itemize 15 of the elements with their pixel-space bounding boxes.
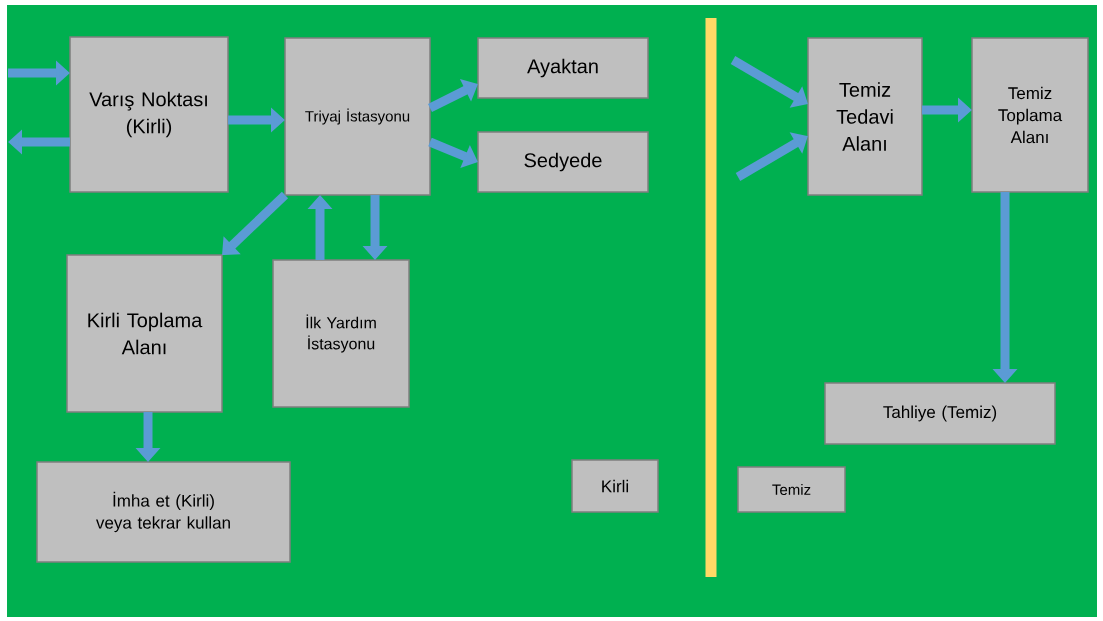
block-arrow xyxy=(222,191,289,255)
process-box: Triyaj İstasyonu xyxy=(284,37,431,196)
process-box: Kirli xyxy=(571,459,659,513)
block-arrow xyxy=(428,79,478,113)
process-box: Ayaktan xyxy=(477,37,649,99)
process-box: İmha et (Kirli) veya tekrar kullan xyxy=(36,461,291,563)
process-box: Tahliye (Temiz) xyxy=(824,382,1056,445)
process-box: Sedyede xyxy=(477,131,649,193)
process-box: Temiz Tedavi Alanı xyxy=(807,37,923,196)
process-box: İlk Yardım İstasyonu xyxy=(272,259,410,408)
block-arrow xyxy=(735,132,808,181)
process-box: Temiz xyxy=(737,466,846,513)
process-box: Varış Noktası (Kirli) xyxy=(69,36,229,193)
process-box: Kirli Toplama Alanı xyxy=(66,254,223,413)
process-box: Temiz Toplama Alanı xyxy=(971,37,1089,193)
